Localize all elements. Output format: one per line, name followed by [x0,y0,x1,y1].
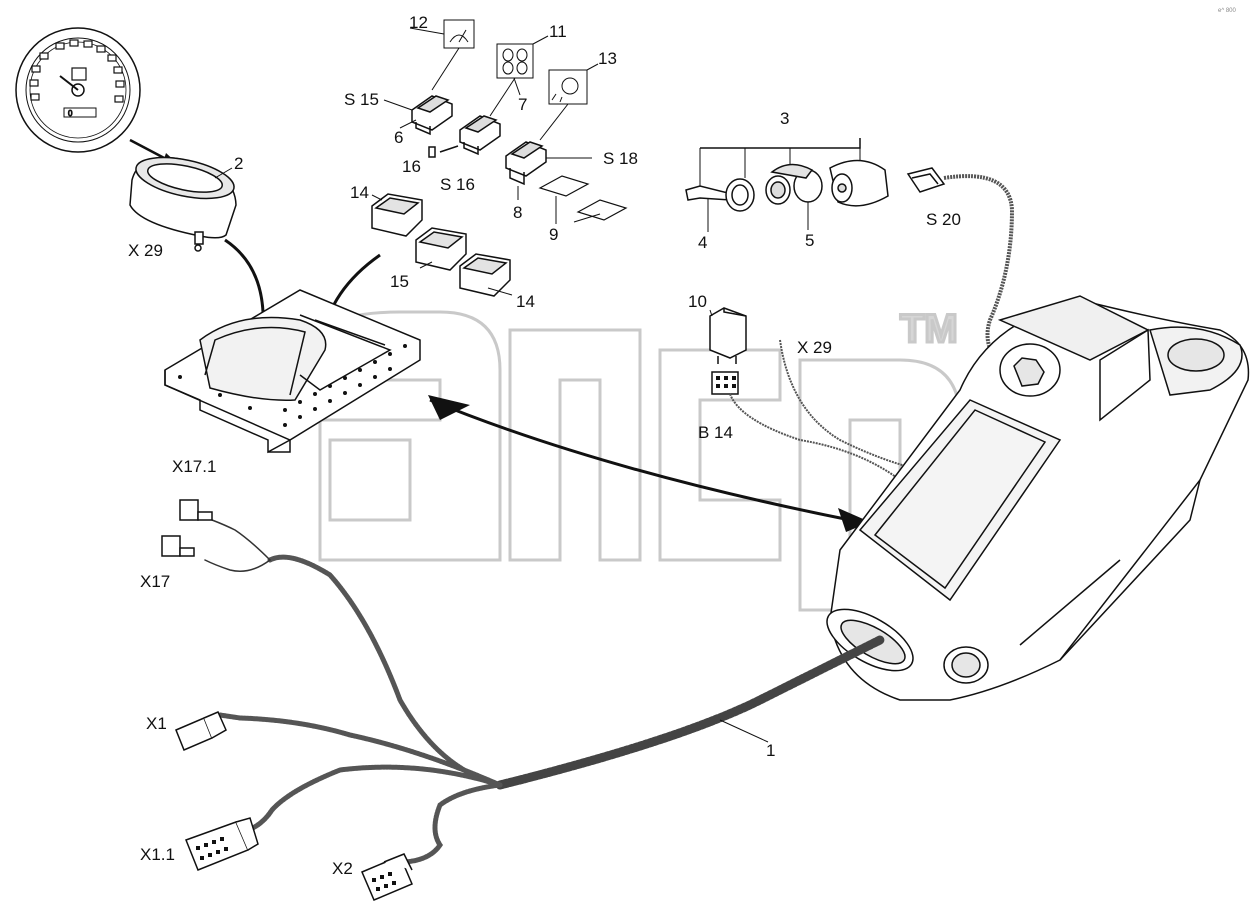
connector-x1 [175,711,227,751]
leader-1 [719,719,769,743]
label-10: 10 [688,292,707,311]
arrow-head [838,508,870,532]
connector-x1-1 [185,817,259,871]
label-6: 6 [394,128,403,147]
panel-to-console-arrow [429,398,851,522]
fan-symbol [496,43,534,79]
blank-cover-14-bottom [459,253,511,297]
label-x2: X2 [332,859,353,878]
label-x29-gauge: X 29 [128,241,163,260]
label-8: 8 [513,203,522,222]
label-s16: S 16 [440,175,475,194]
x29-cable [779,339,921,471]
gauge-window-text: 0 [68,109,73,118]
label-s15: S 15 [344,90,379,109]
label-9: 9 [549,225,558,244]
callout-labels: 12 11 13 7 S 15 6 16 S 16 S 18 8 2 X 29 … [128,13,961,878]
label-15: 15 [390,272,409,291]
relay-10 [709,307,747,364]
connector-x2 [361,853,413,901]
label-x1: X1 [146,714,167,733]
label-14-top: 14 [350,183,369,202]
label-11: 11 [549,22,567,41]
mounting-bracket [164,289,421,454]
label-3: 3 [780,109,789,128]
label-1: 1 [766,741,775,760]
corner-stamp: e^ 800 [1218,8,1236,14]
symbol-leaders [409,27,599,141]
label-x17: X17 [140,572,170,591]
label-x1-1: X1.1 [140,845,175,864]
connector-x17-1 [179,499,213,521]
label-13: 13 [598,49,617,68]
bulb-16 [428,145,459,158]
label-x29-harness: X 29 [797,338,832,357]
leader-lines [214,99,809,317]
watermark-tm: TM [900,307,958,351]
label-14-bottom: 14 [516,292,535,311]
blank-cover-14-top [371,193,423,237]
label-16: 16 [402,157,421,176]
arrow-tail [428,395,470,420]
connector-x17 [161,535,195,557]
socket-b14 [711,371,739,395]
gauge-face: 0 [15,27,141,153]
switch-s16 [459,115,501,156]
wiper-symbol [443,19,475,49]
label-pads-9 [538,175,628,221]
ignition-group [685,138,889,212]
label-s20: S 20 [926,210,961,229]
switch-s18 [505,141,547,186]
main-harness [204,519,885,865]
label-7: 7 [518,95,527,114]
label-b14: B 14 [698,423,733,442]
gauge-body [129,156,237,252]
label-s18: S 18 [603,149,638,168]
gauge-arrow [129,138,169,162]
label-4: 4 [698,233,707,252]
blank-cover-15 [415,227,467,271]
label-12: 12 [409,13,428,32]
harness-connector-s20 [906,167,946,193]
label-2: 2 [234,154,243,173]
label-x17-1: X17.1 [172,457,216,476]
work-light-symbol [548,69,588,105]
switch-s15 [411,95,453,136]
console-housing [826,295,1250,701]
label-5: 5 [805,231,814,250]
